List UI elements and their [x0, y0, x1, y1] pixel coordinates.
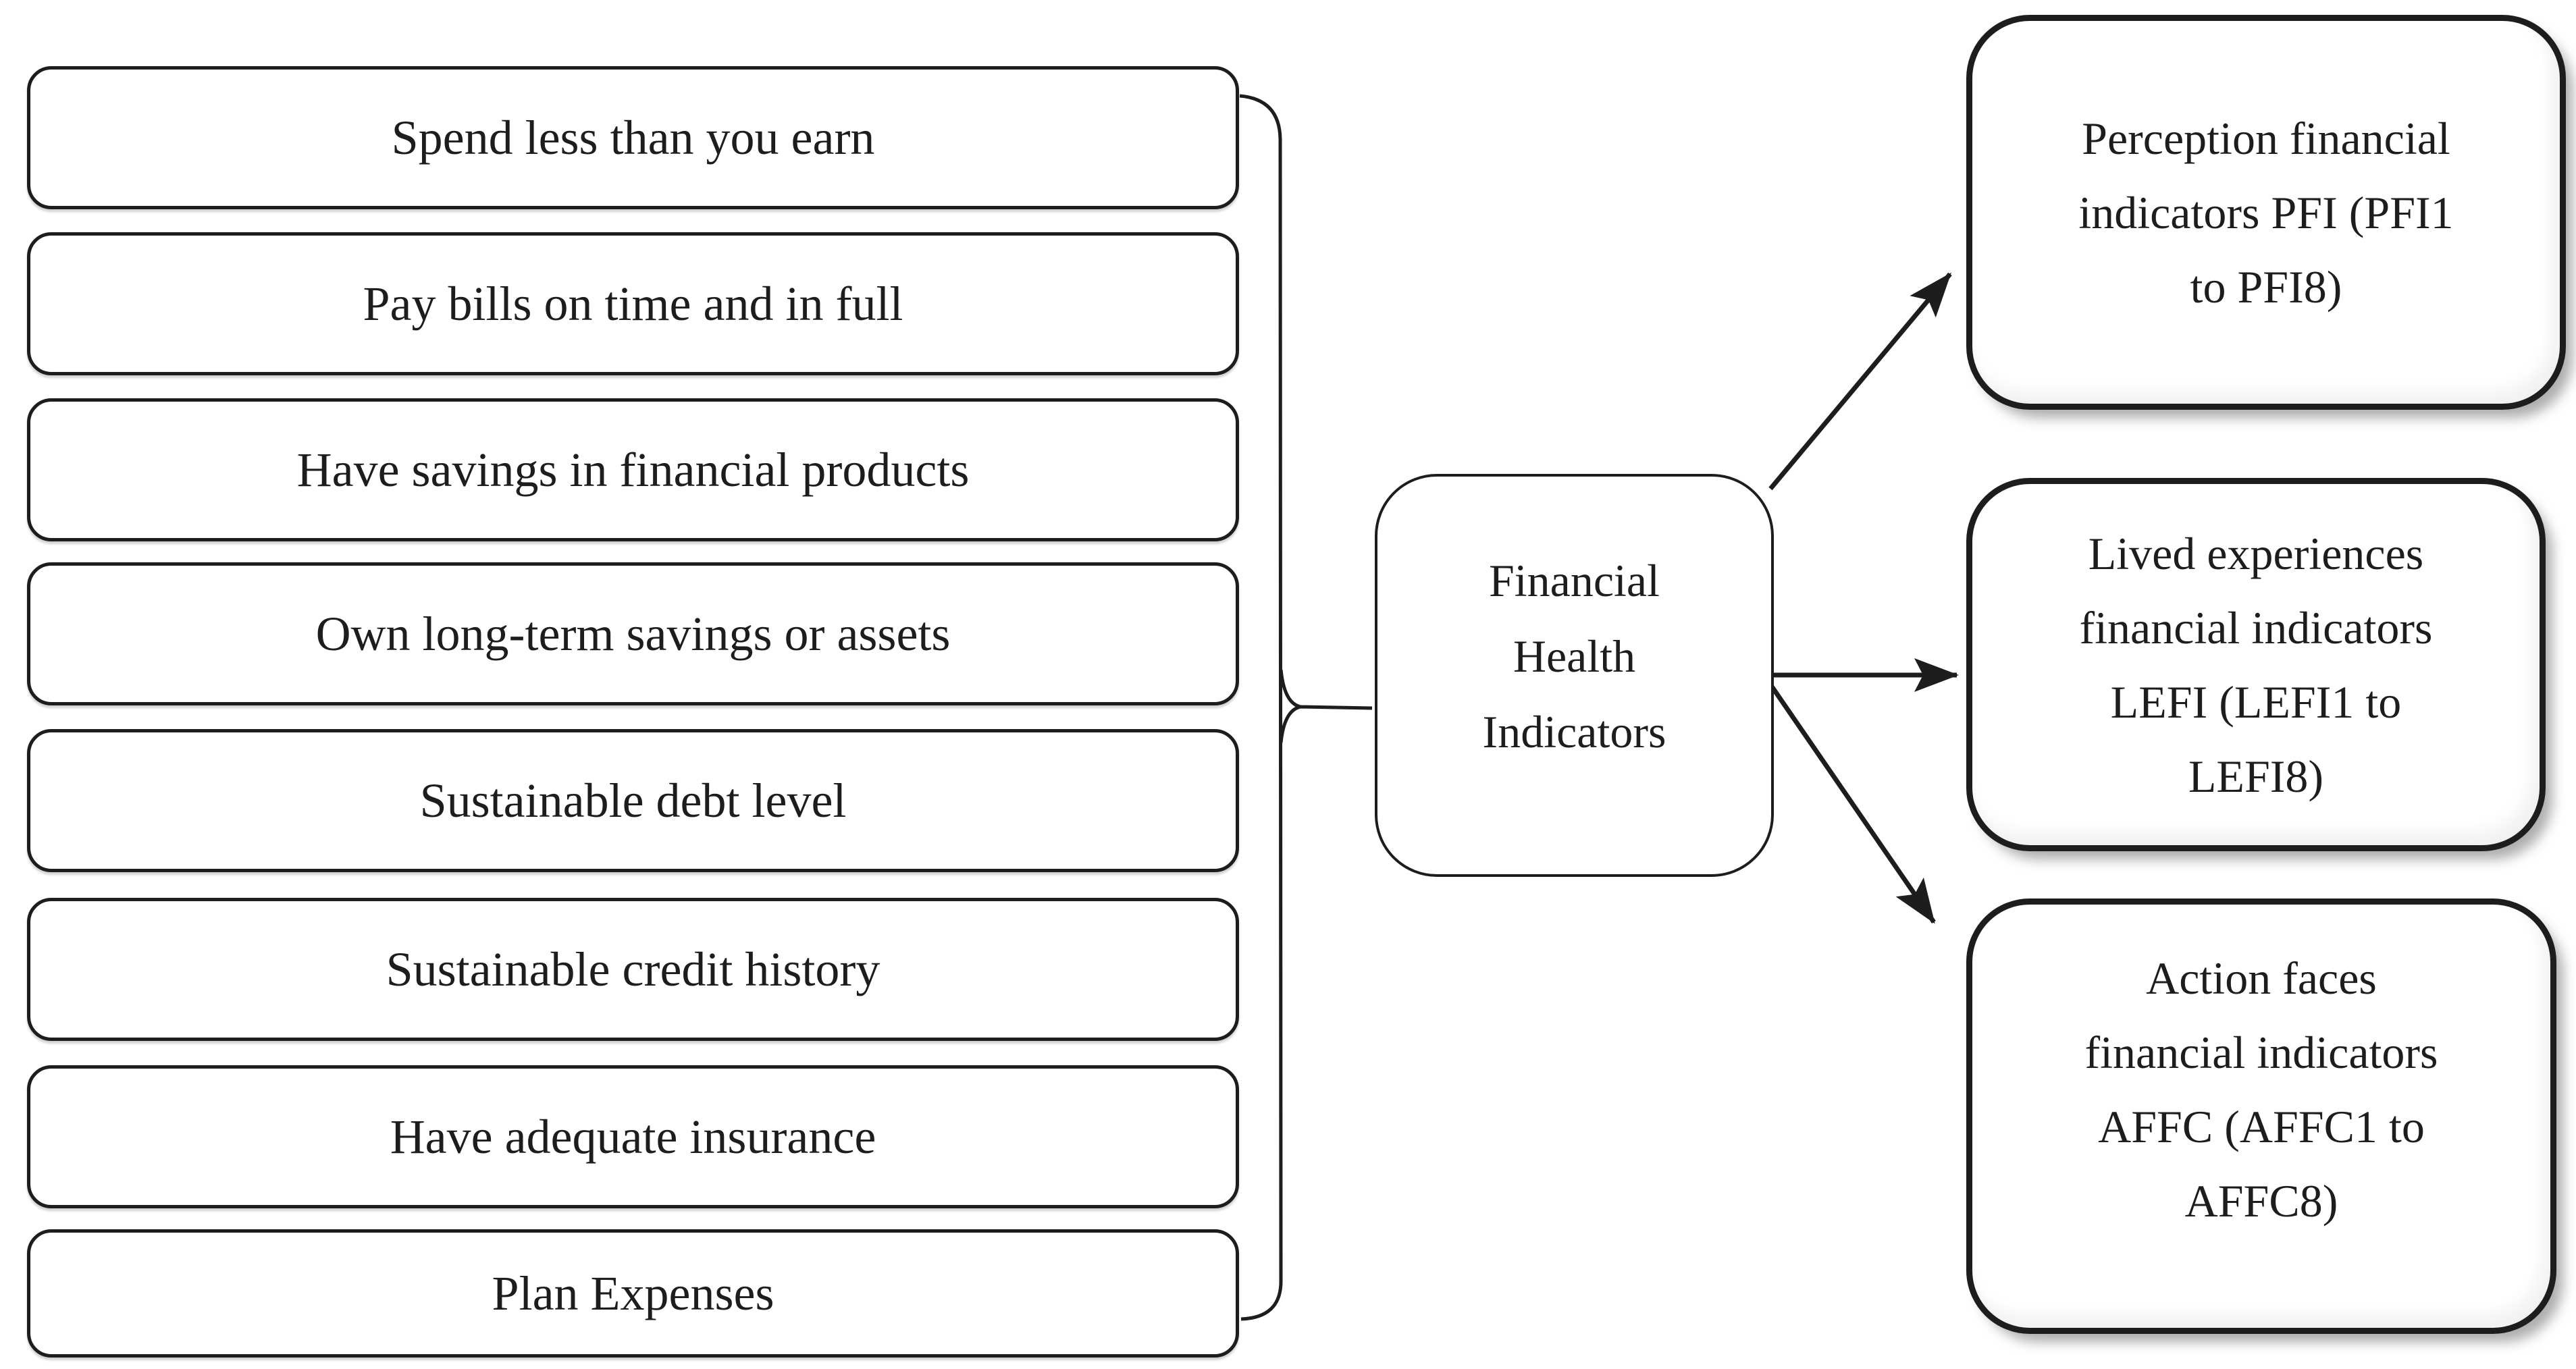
left-box-long-term-savings: Own long-term savings or assets: [27, 562, 1239, 705]
bracket-pointer: [1279, 669, 1373, 743]
left-box-plan-expenses: Plan Expenses: [27, 1229, 1239, 1358]
right-box-lefi: Lived experiences financial indicators L…: [1966, 478, 2546, 851]
right-box-affc: Action faces financial indicators AFFC (…: [1966, 898, 2556, 1334]
left-box-pay-bills: Pay bills on time and in full: [27, 232, 1239, 375]
left-box-debt-level: Sustainable debt level: [27, 729, 1239, 872]
arrow-to-affc: [1768, 683, 1936, 924]
arrow-to-pfi: [1768, 272, 1952, 491]
left-box-savings-products: Have savings in financial products: [27, 398, 1239, 541]
left-box-adequate-insurance: Have adequate insurance: [27, 1065, 1239, 1208]
center-box-financial-health-indicators: Financial Health Indicators: [1375, 474, 1774, 877]
right-box-pfi: Perception financial indicators PFI (PFI…: [1966, 15, 2566, 410]
bracket-connector: [1239, 94, 1283, 1321]
left-box-spend-less: Spend less than you earn: [27, 66, 1239, 209]
left-box-credit-history: Sustainable credit history: [27, 898, 1239, 1041]
